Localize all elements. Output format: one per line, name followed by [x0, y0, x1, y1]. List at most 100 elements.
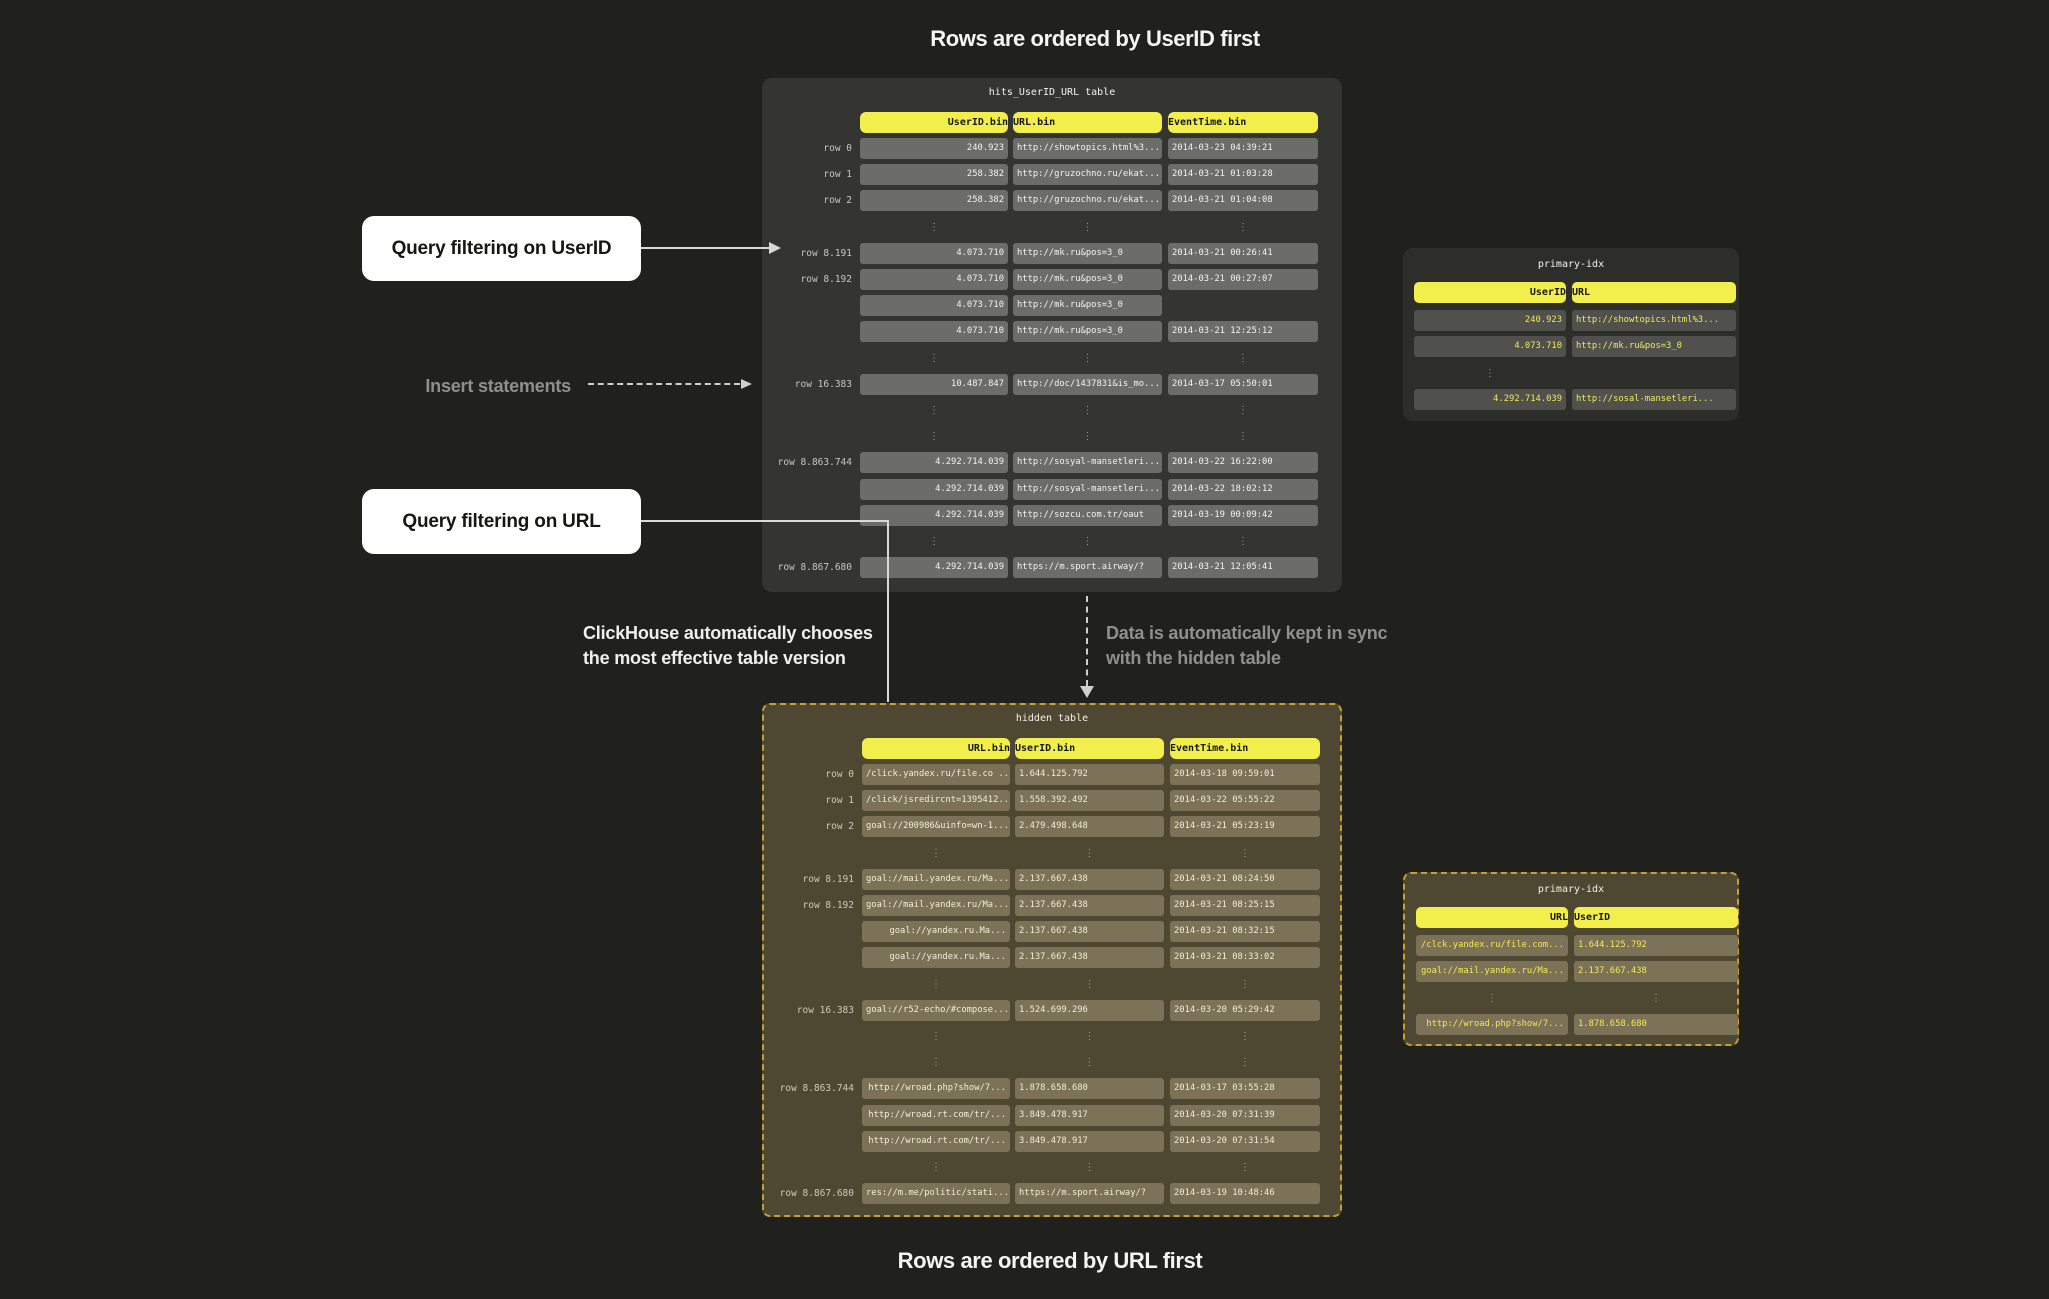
- table-cell: http://mk.ru&pos=3_0: [1013, 242, 1162, 264]
- row-label: [764, 947, 854, 968]
- table-row: row 8.192 goal://mail.yandex.ru/Ma... 2.…: [764, 895, 1340, 916]
- row-label: row 8.867.680: [779, 1188, 854, 1200]
- table-cell: ⋮: [1238, 221, 1248, 233]
- table-cell: 4.073.710: [860, 321, 1008, 343]
- sync-arrowhead-icon: [1080, 686, 1094, 698]
- table-cell: 1.878.658.680: [1015, 1078, 1164, 1100]
- table-cell: ⋮: [1084, 978, 1095, 990]
- table-cell: 1.644.125.792: [1574, 935, 1738, 956]
- table-cell: ⋮: [929, 536, 939, 547]
- note-line: with the hidden table: [1106, 648, 1281, 668]
- table-cell: ⋮: [931, 1031, 941, 1042]
- table-row: 4.292.714.039 http://sosal-mansetleri...: [1403, 388, 1739, 410]
- table-cell: 4.292.714.039: [860, 504, 1008, 526]
- table-cell: 2014-03-22 05:55:22: [1170, 790, 1320, 812]
- clickhouse-chooses-note: ClickHouse automatically chooses the mos…: [583, 621, 873, 671]
- table-cell: 2014-03-18 09:59:01: [1170, 764, 1320, 785]
- hidden-table-panel: hidden table URL.bin UserID.bin EventTim…: [762, 703, 1342, 1217]
- table-row: ⋮ ⋮ ⋮: [764, 974, 1340, 995]
- table-row: ⋮ ⋮ ⋮: [762, 348, 1342, 369]
- primary-idx-bottom-panel: primary-idx URL UserID /clck.yandex.ru/f…: [1403, 872, 1739, 1046]
- row-label: row 0: [825, 769, 854, 780]
- table-row: 4.292.714.039 http://sozcu.com.tr/oaut 2…: [762, 504, 1342, 526]
- table-cell: ⋮: [931, 1057, 941, 1069]
- table-row: row 0 /click.yandex.ru/file.co ... 1.644…: [764, 764, 1340, 785]
- table-cell: ⋮: [931, 978, 941, 990]
- table-cell: http://mk.ru&pos=3_0: [1013, 321, 1162, 343]
- table-cell: http://sosyal-mansetleri...: [1013, 478, 1162, 500]
- table-cell: 4.073.710: [860, 269, 1008, 290]
- table-row: /clck.yandex.ru/file.com... 1.644.125.79…: [1405, 935, 1738, 956]
- primary-idx-bottom-rows: /clck.yandex.ru/file.com... 1.644.125.79…: [1405, 874, 1738, 1044]
- note-line: the most effective table version: [583, 648, 846, 668]
- row-label: row 8.863.744: [777, 457, 852, 469]
- table-row: row 8.863.744 http://wroad.php?show/7...…: [764, 1078, 1340, 1100]
- table-cell: ⋮: [1084, 847, 1095, 859]
- table-row: ⋮ ⋮ ⋮: [764, 1052, 1340, 1073]
- row-label: [762, 426, 852, 447]
- row-label: [764, 1052, 854, 1073]
- idx-column-header-userid: UserID: [1414, 282, 1566, 303]
- row-label: row 1: [823, 169, 852, 181]
- row-label: [762, 217, 852, 238]
- table-cell: 2014-03-21 08:24:50: [1170, 868, 1320, 890]
- table-cell: 1.558.392.492: [1015, 790, 1164, 812]
- hidden-table-title: hidden table: [1015, 713, 1089, 724]
- table-cell: 4.292.714.039: [1414, 388, 1566, 410]
- table-cell: ⋮: [929, 405, 939, 416]
- table-cell: 2014-03-23 04:39:21: [1168, 138, 1318, 159]
- table-cell: /click/jsredircnt=1395412...: [862, 790, 1010, 812]
- row-label: [762, 531, 852, 552]
- row-label: [764, 1131, 854, 1152]
- table-cell: ⋮: [1082, 352, 1093, 364]
- table-cell: http://wroad.php?show/7...: [1416, 1013, 1568, 1035]
- table-cell: http://wroad.rt.com/tr/...: [862, 1104, 1010, 1126]
- main-table-rows: row 0 240.923 http://showtopics.html%3..…: [762, 78, 1342, 592]
- table-cell: http://gruzochno.ru/ekat...: [1013, 164, 1162, 186]
- table-row: 4.073.710 http://mk.ru&pos=3_0 2014-03-2…: [762, 321, 1342, 343]
- table-cell: 2014-03-21 05:23:19: [1170, 816, 1320, 838]
- table-cell: ⋮: [931, 847, 941, 859]
- insert-statements-label: Insert statements: [425, 376, 571, 396]
- table-cell: ⋮: [1238, 352, 1248, 364]
- table-row: 4.073.710 http://mk.ru&pos=3_0: [1403, 336, 1739, 358]
- table-cell: https://m.sport.airway/?: [1013, 557, 1162, 579]
- table-cell: 2014-03-21 01:03:28: [1168, 164, 1318, 186]
- table-row: row 8.867.680 res://m.me/politic/stati..…: [764, 1183, 1340, 1205]
- table-cell: goal://mail.yandex.ru/Ma...: [862, 895, 1010, 916]
- primary-idx-top-title: primary-idx: [1537, 259, 1605, 270]
- table-cell: 2014-03-21 12:25:12: [1168, 321, 1318, 343]
- primary-idx-top-rows: 240.923 http://showtopics.html%3... 4.07…: [1403, 248, 1739, 421]
- table-cell: http://mk.ru&pos=3_0: [1013, 269, 1162, 290]
- row-label: row 1: [825, 795, 854, 807]
- note-line: ClickHouse automatically chooses: [583, 623, 873, 643]
- table-cell: 1.644.125.792: [1015, 764, 1164, 785]
- query-filtering-url-callout: Query filtering on URL: [362, 489, 641, 554]
- table-cell: 2014-03-19 10:48:46: [1170, 1183, 1320, 1205]
- table-cell: http://wroad.php?show/7...: [862, 1078, 1010, 1100]
- table-row: row 0 240.923 http://showtopics.html%3..…: [762, 138, 1342, 159]
- table-cell: ⋮: [1082, 405, 1093, 416]
- table-cell: ⋮: [1084, 1031, 1095, 1042]
- table-cell: 2014-03-17 03:55:28: [1170, 1078, 1320, 1100]
- table-cell: 2014-03-21 08:33:02: [1170, 947, 1320, 969]
- table-cell: ⋮: [1240, 978, 1250, 990]
- main-table-title: hits_UserID_URL table: [988, 87, 1116, 98]
- table-row: 4.073.710 http://mk.ru&pos=3_0: [762, 295, 1342, 317]
- table-cell: ⋮: [1487, 992, 1497, 1004]
- table-cell: goal://yandex.ru.Ma...: [862, 947, 1010, 969]
- table-cell: 1.524.699.296: [1015, 999, 1164, 1021]
- row-label: [762, 295, 852, 316]
- table-row: 4.292.714.039 http://sosyal-mansetleri..…: [762, 478, 1342, 500]
- row-label: row 16.383: [794, 378, 852, 390]
- idx-column-header-userid-bottom: UserID: [1574, 907, 1738, 928]
- table-cell: 2.137.667.438: [1015, 895, 1164, 916]
- table-cell: 240.923: [1414, 310, 1566, 331]
- table-row: http://wroad.php?show/7... 1.878.658.680: [1405, 1013, 1738, 1035]
- table-row: ⋮ ⋮ ⋮: [762, 531, 1342, 552]
- table-row: goal://yandex.ru.Ma... 2.137.667.438 201…: [764, 947, 1340, 969]
- diagram-title-bottom: Rows are ordered by URL first: [897, 1248, 1203, 1273]
- table-cell: ⋮: [1082, 221, 1093, 233]
- table-row: ⋮ ⋮ ⋮: [762, 400, 1342, 421]
- table-cell: /click.yandex.ru/file.co ...: [862, 764, 1010, 785]
